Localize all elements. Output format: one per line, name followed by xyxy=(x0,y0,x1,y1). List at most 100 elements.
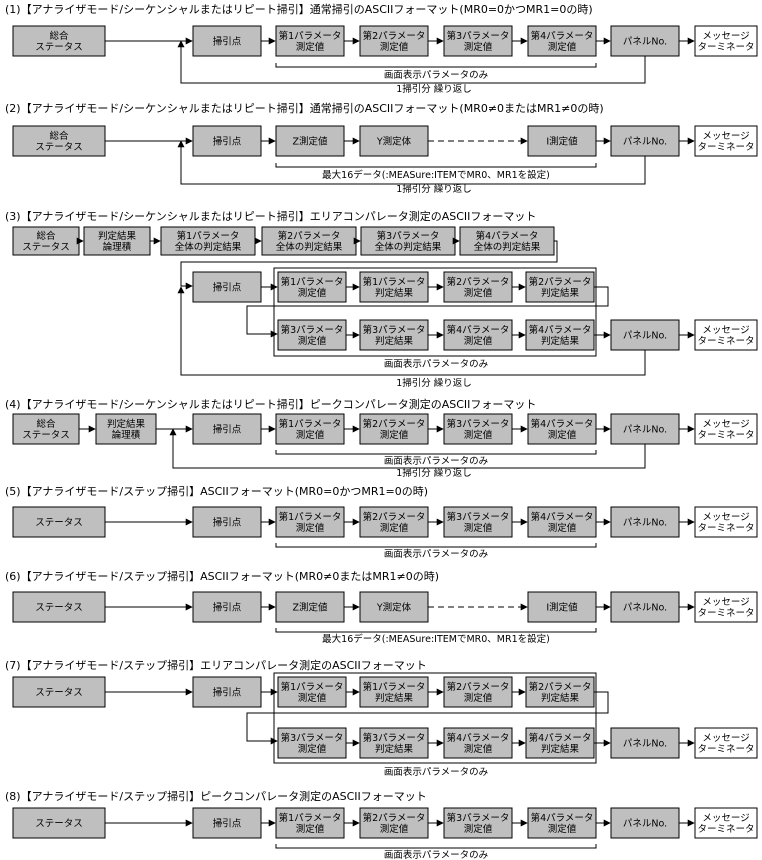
p3_all-box-3-line-2: 全体の判定結果 xyxy=(375,241,442,253)
judge-and-box-4-line-2: 論理積 xyxy=(112,429,141,441)
row2-box-7-3-line-2: 測定値 xyxy=(464,743,493,755)
section-1-title: (1)【アナライザモード/シーケンシャルまたはリピート掃引】通常掃引のASCII… xyxy=(5,2,593,16)
p4_all-box-3-line-1: 第4パラメータ xyxy=(476,230,539,242)
row1-box-3-1-line-1: 第1パラメータ xyxy=(281,276,344,288)
p4-box-4-line-1: 第4パラメータ xyxy=(531,418,594,430)
section-1-brace xyxy=(275,63,597,68)
terminator-box-7-line-1: メッセージ xyxy=(702,813,749,824)
section-1-note-brace: 画面表示パラメータのみ xyxy=(384,69,488,81)
p4-box-7 xyxy=(527,807,597,839)
p2-box-4 xyxy=(359,413,429,445)
sweep-point-box-0 xyxy=(192,25,262,57)
row2-box-7-1-line-1: 第3パラメータ xyxy=(281,732,344,744)
status-box-0 xyxy=(12,25,106,57)
status-box-3-line-1: 総合 xyxy=(36,230,56,242)
sweep-point-box-3-line-1: 掃引点 xyxy=(213,282,242,294)
status-box-3 xyxy=(12,226,80,256)
z-box-1-line-1: Z測定値 xyxy=(292,136,328,148)
row2-box-7-4 xyxy=(525,727,595,759)
judge-and-box-4-line-1: 判定結果 xyxy=(107,418,146,430)
p4-box-7-line-2: 測定値 xyxy=(548,823,577,835)
z-box-1 xyxy=(275,125,345,157)
status-box-4-line-1: ステータス xyxy=(35,518,83,529)
sweep-point-box-3 xyxy=(192,271,262,303)
y-box-5-line-1: Y測定体 xyxy=(376,602,412,614)
p4-box-4 xyxy=(527,413,597,445)
terminator-box-4-line-2: ターミネータ xyxy=(697,430,754,441)
row1-box-3-1 xyxy=(277,271,347,303)
p4-box-4-line-2: 測定値 xyxy=(548,429,577,441)
panel-no-box-1 xyxy=(610,125,680,157)
row2-box-3-4-line-2: 判定結果 xyxy=(541,335,580,347)
panel-no-box-0 xyxy=(610,25,680,57)
row1-box-7-3-line-2: 測定値 xyxy=(464,692,493,704)
row2-box-3-3-line-2: 測定値 xyxy=(464,335,493,347)
row2-box-3-1-line-1: 第3パラメータ xyxy=(281,324,344,336)
p1-box-4-line-2: 測定値 xyxy=(296,429,325,441)
i-box-5 xyxy=(527,591,597,623)
terminator-box-1-line-2: ターミネータ xyxy=(697,142,754,153)
p4-box-4-line-2: 測定値 xyxy=(548,522,577,534)
terminator-box-7-line-2: ターミネータ xyxy=(697,824,754,835)
terminator-box-4-line-2: ターミネータ xyxy=(697,523,754,534)
terminator-box-7-line-1: メッセージ xyxy=(702,733,749,744)
section-3-repeat-loop xyxy=(177,286,646,376)
section-6-title: (6)【アナライザモード/ステップ掃引】ASCIIフォーマット(MR0≠0または… xyxy=(5,569,439,583)
row2-box-7-4-line-2: 判定結果 xyxy=(541,743,580,755)
sweep-point-box-4-line-1: 掃引点 xyxy=(213,424,242,436)
p2-box-4-line-1: 第2パラメータ xyxy=(363,418,426,430)
section-4-repeat-loop xyxy=(169,428,646,469)
panel-no-box-7-line-1: パネルNo. xyxy=(623,819,667,830)
row2-box-7-3-line-1: 第4パラメータ xyxy=(447,732,510,744)
row2-box-7-1-line-2: 測定値 xyxy=(298,743,327,755)
row1-box-3-1-line-2: 測定値 xyxy=(298,287,327,299)
section-2-title: (2)【アナライザモード/シーケンシャルまたはリピート掃引】通常掃引のASCII… xyxy=(5,101,604,115)
p4-box-4 xyxy=(527,506,597,538)
row2-box-3-3 xyxy=(443,319,513,351)
row1-box-3-4-line-2: 判定結果 xyxy=(541,287,580,299)
terminator-box-0-line-1: メッセージ xyxy=(702,31,749,42)
status-box-5-line-1: ステータス xyxy=(35,603,83,614)
terminator-box-1-line-1: メッセージ xyxy=(702,131,749,142)
terminator-box-4 xyxy=(694,413,758,445)
row2-box-7-2-line-1: 第3パラメータ xyxy=(363,732,426,744)
p4_all-box-3-line-2: 全体の判定結果 xyxy=(474,241,541,253)
panel-no-box-4-line-1: パネルNo. xyxy=(623,425,667,436)
panel-no-box-3 xyxy=(610,319,680,351)
row2-box-7-3 xyxy=(443,727,513,759)
p2_all-box-3-line-2: 全体の判定結果 xyxy=(276,241,343,253)
section-8-note-brace: 画面表示パラメータのみ xyxy=(384,849,488,860)
p2-box-0-line-2: 測定値 xyxy=(380,41,409,53)
p4-box-0-line-2: 測定値 xyxy=(548,41,577,53)
section-4-note-brace: 画面表示パラメータのみ xyxy=(384,455,488,467)
terminator-box-7-line-2: ターミネータ xyxy=(697,744,754,755)
panel-no-box-4 xyxy=(610,506,680,538)
panel-no-box-1-line-1: パネルNo. xyxy=(623,137,667,148)
panel-no-box-5 xyxy=(610,591,680,623)
row1-box-3-3 xyxy=(443,271,513,303)
section-4-note-repeat: 1掃引分 繰り返し xyxy=(396,467,472,479)
sweep-point-box-4-line-1: 掃引点 xyxy=(213,517,242,529)
status-box-0-line-2: ステータス xyxy=(35,42,83,53)
terminator-box-3-line-2: ターミネータ xyxy=(697,336,754,347)
p2-box-7-line-2: 測定値 xyxy=(380,823,409,835)
sweep-point-box-4 xyxy=(192,506,262,538)
row2-box-3-1-line-2: 測定値 xyxy=(298,335,327,347)
p2-box-7 xyxy=(359,807,429,839)
panel-no-box-7-line-1: パネルNo. xyxy=(623,739,667,750)
p1-box-4 xyxy=(275,506,345,538)
status-box-1-line-1: 総合 xyxy=(49,130,69,142)
status-box-0-line-1: 総合 xyxy=(49,30,69,42)
p3_all-box-3 xyxy=(360,226,456,256)
row1-box-7-4-line-2: 判定結果 xyxy=(541,692,580,704)
sweep-point-box-7-line-1: 掃引点 xyxy=(213,818,242,830)
p1-box-7-line-1: 第1パラメータ xyxy=(279,812,342,824)
p1_all-box-3-line-1: 第1パラメータ xyxy=(177,230,240,242)
section-4-title: (4)【アナライザモード/シーケンシャルまたはリピート掃引】ピークコンパレータ測… xyxy=(5,397,536,411)
p4-box-7-line-1: 第4パラメータ xyxy=(531,812,594,824)
terminator-box-4 xyxy=(694,506,758,538)
terminator-box-3-line-1: メッセージ xyxy=(702,325,749,336)
row1-box-3-3-line-2: 測定値 xyxy=(464,287,493,299)
section-2-note-brace: 最大16データ(:MEASure:ITEMでMR0、MR1を設定) xyxy=(322,169,550,181)
